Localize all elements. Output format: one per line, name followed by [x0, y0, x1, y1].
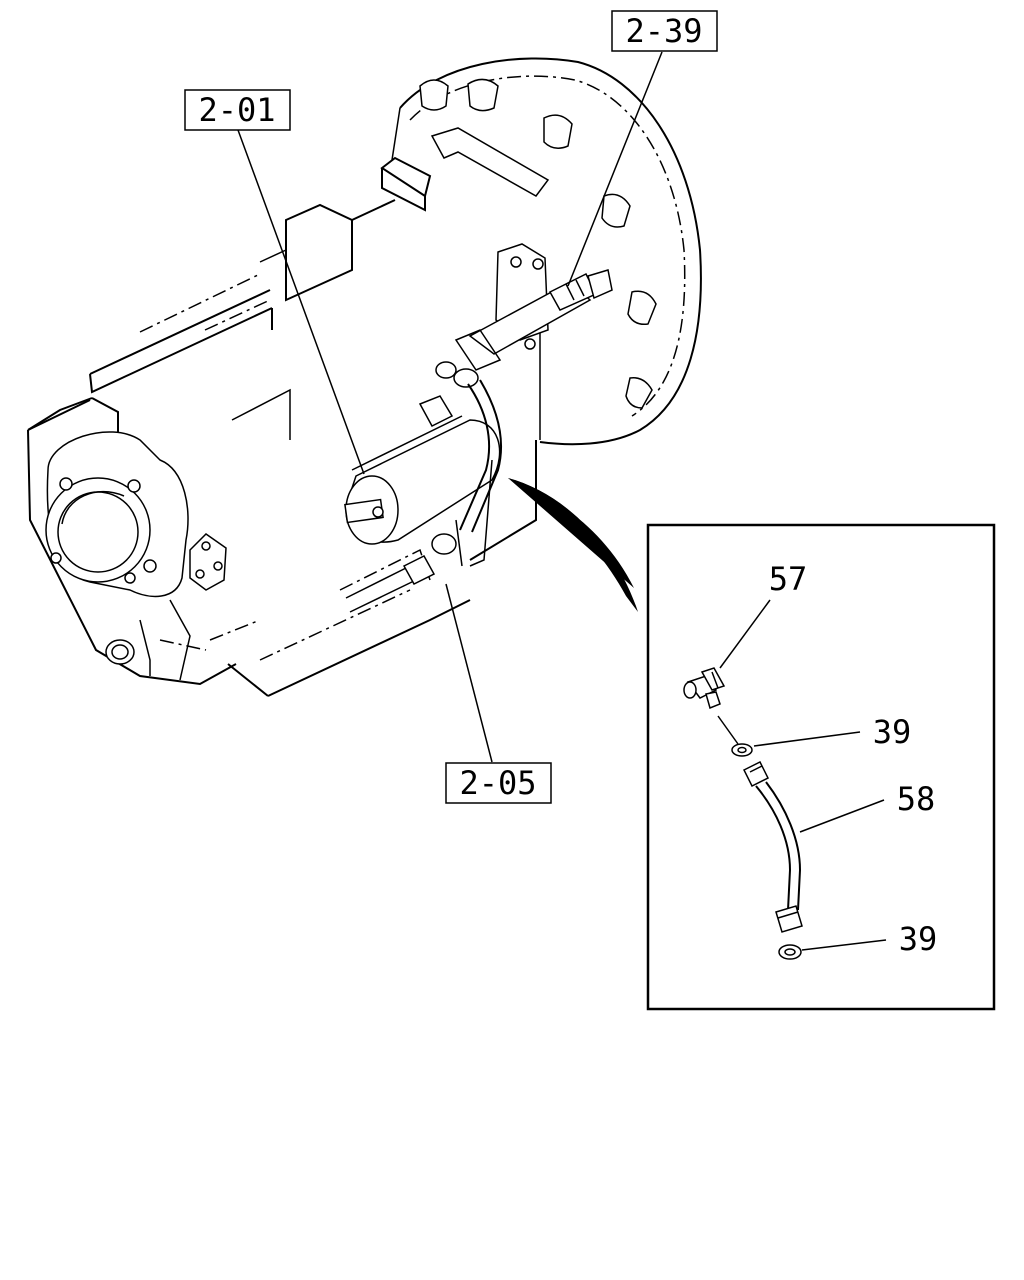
detail-inset-frame	[646, 523, 996, 1011]
output-flange	[27, 397, 237, 686]
leader-58	[799, 799, 885, 833]
detail-pointer-wedge	[508, 478, 638, 612]
callout-2-39-box	[611, 10, 718, 52]
transmission-case	[27, 156, 541, 697]
leader-57	[719, 599, 771, 669]
housing-bolt-bosses	[419, 78, 657, 409]
leader-39-lower	[801, 939, 887, 951]
part-39-upper-washer[interactable]	[731, 743, 753, 757]
callout-2-01[interactable]: 2-01	[184, 89, 291, 131]
fluid-pipe	[431, 379, 503, 567]
part-39-lower-label: 39	[899, 920, 938, 958]
axis-upper	[717, 715, 739, 745]
callout-2-39[interactable]: 2-39	[611, 10, 718, 52]
callout-leaders	[237, 51, 663, 763]
starter-motor	[344, 395, 501, 545]
detail-inset: 57 39 58 39	[646, 523, 996, 1011]
part-58-label: 58	[897, 780, 936, 818]
callout-2-05[interactable]: 2-05	[445, 762, 552, 804]
part-39-upper-label: 39	[873, 713, 912, 751]
detail-pointer-arrow	[508, 478, 638, 612]
part-39-lower-washer[interactable]	[778, 944, 802, 960]
callout-2-05-box	[445, 762, 552, 804]
part-57-label: 57	[769, 560, 808, 598]
part-58-pipe[interactable]	[742, 760, 803, 933]
part-57-union-fitting[interactable]	[683, 667, 726, 710]
callout-2-01-box	[184, 89, 291, 131]
clutch-housing	[391, 57, 702, 446]
leader-39-upper	[753, 731, 861, 747]
callout-2-05-label: 2-05	[459, 764, 536, 802]
lower-sleeve	[345, 555, 436, 613]
callout-2-01-label: 2-01	[198, 91, 275, 129]
callout-2-39-label: 2-39	[625, 12, 702, 50]
clutch-slave-cylinder	[435, 243, 613, 388]
transmission-assembly	[27, 57, 702, 697]
